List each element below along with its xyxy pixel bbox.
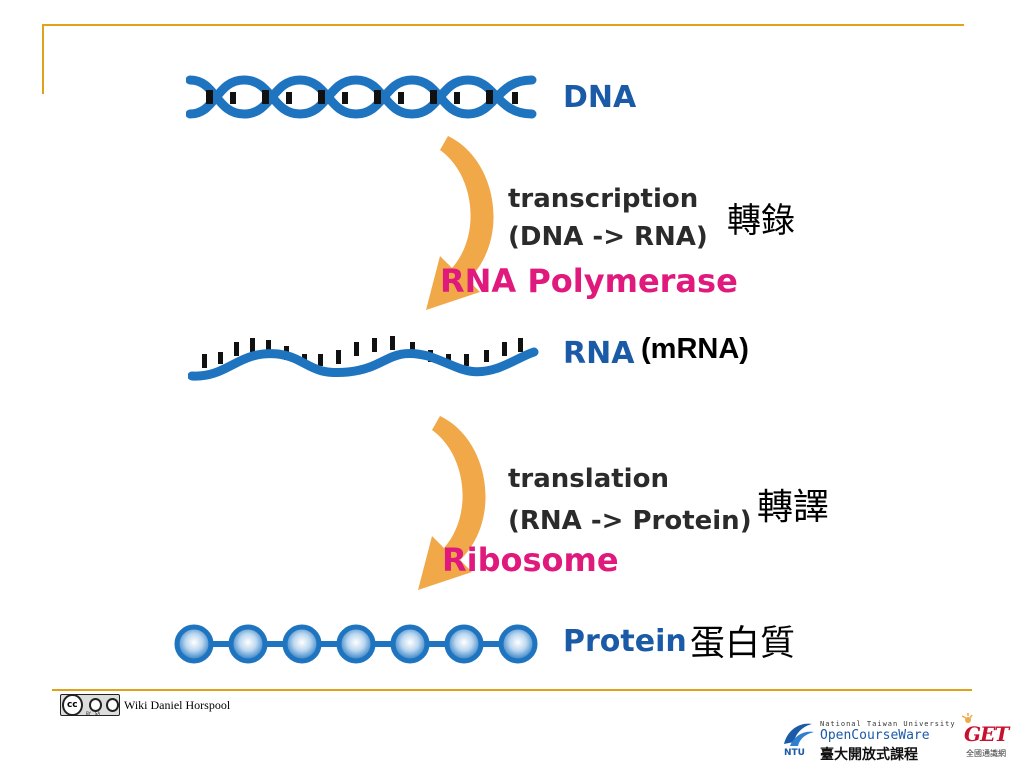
transcription-label: transcription [508, 184, 699, 214]
translation-arrow-icon [418, 416, 486, 590]
translation-label: translation [508, 464, 669, 494]
rna-strand-icon [188, 336, 539, 381]
transcription-arrow-icon [426, 136, 494, 310]
protein-chinese-label: 蛋白質 [690, 624, 796, 664]
cc-icon: cc [62, 694, 83, 716]
ocw-name: OpenCourseWare [820, 728, 930, 743]
ntu-mark: NTU [784, 748, 805, 758]
dna-label: DNA [563, 80, 637, 115]
ocw-swoosh-icon [784, 723, 814, 746]
translation-chinese-label: 轉譯 [757, 487, 830, 528]
get-logo-text: GET [964, 722, 1009, 746]
get-logo[interactable]: GET 全國通識網 [958, 712, 1018, 766]
ocw-university: National Taiwan University [820, 720, 956, 728]
get-logo-subtext: 全國通識網 [966, 749, 1006, 758]
frame-bottom-rule [52, 689, 972, 691]
ribosome-label: Ribosome [442, 541, 619, 579]
rna-polymerase-label: RNA Polymerase [440, 262, 738, 300]
transcription-subtitle: (DNA -> RNA) [508, 222, 708, 252]
transcription-chinese-label: 轉錄 [727, 201, 795, 241]
protein-label: Protein [563, 624, 687, 659]
sa-icon [105, 698, 119, 712]
mrna-label: (mRNA) [641, 333, 749, 365]
cc-badge-subtext: BY SA [86, 711, 101, 716]
ocw-chinese-name: 臺大開放式課程 [820, 747, 918, 763]
rna-label: RNA [563, 336, 635, 371]
by-icon [88, 698, 102, 712]
frame-left-rule [42, 24, 44, 94]
translation-subtitle: (RNA -> Protein) [508, 506, 752, 536]
frame-top-rule [42, 24, 964, 26]
get-logo-icon [961, 713, 973, 723]
ocw-logo[interactable]: NTU National Taiwan University OpenCours… [780, 714, 955, 764]
protein-chain-icon [174, 624, 538, 664]
image-credit: Wiki Daniel Horspool [124, 698, 231, 712]
dna-helix-icon [186, 75, 537, 119]
cc-license-badge[interactable]: cc [60, 694, 120, 716]
